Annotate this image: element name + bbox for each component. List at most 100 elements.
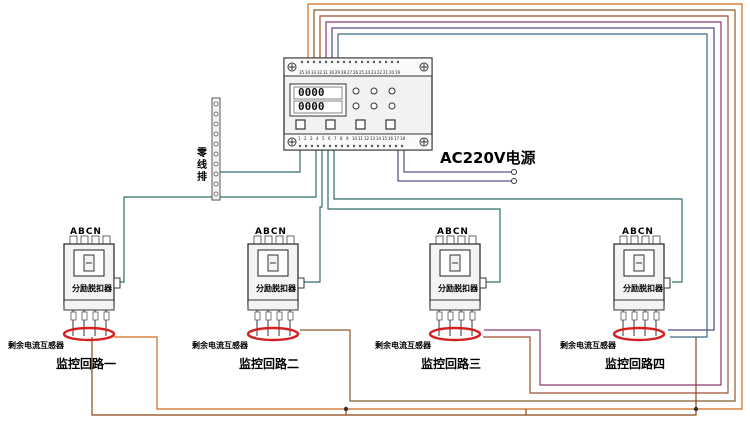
breaker-top-terminal — [630, 235, 639, 245]
top-terminal-number: 31 — [323, 70, 329, 75]
top-terminal-number: 35 — [299, 70, 305, 75]
breaker-1 — [62, 235, 121, 342]
breaker-top-terminal — [468, 235, 477, 245]
breaker-bottom-terminal — [254, 311, 261, 321]
breaker-top-terminal — [641, 235, 650, 245]
breaker-top-terminal — [619, 235, 628, 245]
bottom-terminal-number: 4 — [316, 136, 319, 141]
circuit-3-label: 监控回路三 — [421, 357, 482, 371]
wire-loop-5 — [331, 27, 715, 331]
zero-wire — [219, 148, 301, 173]
circuit-3-ct-label: 剩余电流互感器 — [375, 341, 431, 350]
bottom-terminal-number: 8 — [340, 136, 343, 141]
ct-ring — [428, 326, 482, 342]
top-terminal-number: 33 — [311, 70, 317, 75]
bottom-terminal-dots — [298, 144, 404, 148]
breaker-window — [73, 249, 105, 277]
breaker-bottom-terminal — [469, 311, 476, 321]
top-terminal-number: 24 — [365, 70, 371, 75]
breaker-top-terminal — [69, 235, 78, 245]
shunt-trip-terminal — [663, 277, 671, 289]
circuit-1-label: 监控回路一 — [56, 357, 117, 371]
trip-wires — [116, 148, 683, 283]
circuit-4-ct-label: 剩余电流互感器 — [560, 341, 616, 350]
bottom-terminal-number: 16 — [388, 136, 394, 141]
breaker-bottom-block — [63, 299, 115, 311]
breaker-bottom-terminal — [287, 311, 294, 321]
breaker-bottom-terminal — [92, 311, 99, 321]
wire-loop-6 — [337, 33, 708, 338]
breaker-top-terminal — [80, 235, 89, 245]
breaker-top-terminal — [253, 235, 262, 245]
power-label: AC220V电源 — [440, 149, 536, 167]
outer-wires — [114, 3, 743, 410]
breaker-bottom-terminal — [447, 311, 454, 321]
shunt-trip-terminal — [113, 277, 121, 289]
breaker-bottom-terminal — [276, 311, 283, 321]
circuit-3-phase-label: ABCN — [437, 227, 469, 237]
bottom-terminal-number: 2 — [304, 136, 307, 141]
circuit-2-label: 监控回路二 — [239, 357, 300, 371]
breaker-bottom-block — [247, 299, 299, 311]
top-terminal-number: 25 — [359, 70, 365, 75]
breaker-bottom-terminal — [653, 311, 660, 321]
top-terminal-number: 32 — [317, 70, 323, 75]
ct-ring — [62, 326, 116, 342]
bottom-terminal-number: 18 — [400, 136, 406, 141]
top-terminal-number: 21 — [383, 70, 389, 75]
top-terminal-number: 19 — [395, 70, 401, 75]
bottom-terminal-number: 17 — [394, 136, 400, 141]
breaker-bottom-terminal — [620, 311, 627, 321]
breaker-bottom-block — [613, 299, 665, 311]
breaker-bottom-terminal — [631, 311, 638, 321]
bottom-terminal-number: 11 — [358, 136, 364, 141]
circuit-2-breaker-label: 分励脱扣器 — [256, 284, 296, 293]
bottom-terminal-number: 13 — [370, 136, 376, 141]
circuit-2-phase-label: ABCN — [255, 227, 287, 237]
breaker-bottom-terminal — [103, 311, 110, 321]
breaker-top-terminal — [457, 235, 466, 245]
wire-loop-3 — [319, 15, 729, 394]
breaker-top-terminal — [91, 235, 100, 245]
shunt-trip-terminal — [479, 277, 487, 289]
bottom-terminal-number: 14 — [376, 136, 382, 141]
breaker-bottom-terminal — [436, 311, 443, 321]
breaker-top-terminal — [435, 235, 444, 245]
circuit-4-breaker-label: 分励脱扣器 — [623, 284, 663, 293]
top-terminal-number: 29 — [335, 70, 341, 75]
top-terminal-number: 26 — [353, 70, 359, 75]
breaker-bottom-terminal — [265, 311, 272, 321]
wire-loop-2 — [300, 9, 736, 402]
breaker-top-terminal — [652, 235, 661, 245]
ct-ring — [612, 326, 666, 342]
breaker-bottom-terminal — [70, 311, 77, 321]
breaker-3 — [428, 235, 487, 342]
ct-ring — [246, 326, 300, 342]
breaker-top-terminal — [446, 235, 455, 245]
top-terminal-number: 22 — [377, 70, 383, 75]
breaker-top-terminal — [102, 235, 111, 245]
breaker-top-terminal — [275, 235, 284, 245]
breaker-bottom-terminal — [81, 311, 88, 321]
display-top-value: 0000 — [298, 86, 325, 99]
top-terminal-number: 28 — [341, 70, 347, 75]
wire-loop-1 — [114, 3, 743, 410]
top-terminal-number: 27 — [347, 70, 353, 75]
breaker-bottom-block — [429, 299, 481, 311]
circuit-1-ct-label: 剩余电流互感器 — [8, 341, 64, 350]
bottom-terminal-number: 3 — [310, 136, 313, 141]
bottom-terminal-number: 1 — [298, 136, 301, 141]
top-terminal-number: 23 — [371, 70, 377, 75]
breaker-bottom-terminal — [458, 311, 465, 321]
circuit-2-ct-label: 剩余电流互感器 — [192, 341, 248, 350]
bottom-terminal-number: 12 — [364, 136, 370, 141]
bottom-terminal-number: 6 — [328, 136, 331, 141]
bottom-terminal-number: 7 — [334, 136, 337, 141]
zero-bar — [211, 97, 221, 201]
circuit-1-breaker-label: 分励脱扣器 — [72, 284, 112, 293]
shunt-trip-terminal — [297, 277, 305, 289]
top-terminal-number: 34 — [305, 70, 311, 75]
circuit-4-label: 监控回路四 — [605, 357, 666, 371]
breaker-top-terminal — [264, 235, 273, 245]
